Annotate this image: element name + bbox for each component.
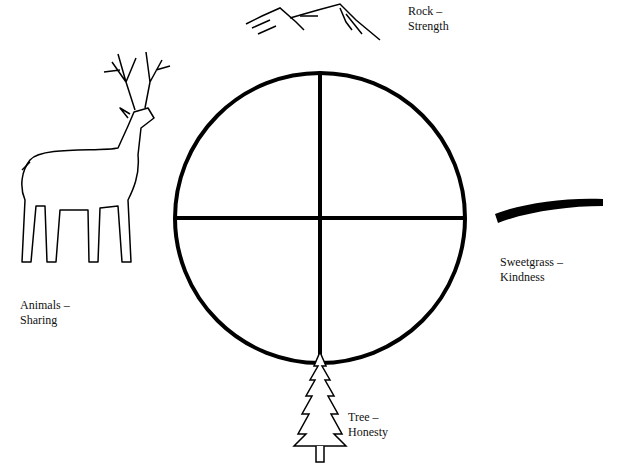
- deer-drawing: [22, 52, 170, 262]
- caption-label: Sweetgrass – Kindness: [500, 255, 582, 285]
- wheel-cross-line: [175, 216, 465, 220]
- rock-drawing: [246, 4, 380, 40]
- tree-drawing: [294, 352, 346, 446]
- caption-label: Tree – Honesty: [348, 410, 408, 440]
- wheel-circle: [175, 73, 465, 363]
- tree-trunk: [316, 446, 324, 462]
- caption-label: Rock – Strength: [408, 4, 470, 34]
- caption-label: Animals – Sharing: [20, 298, 84, 328]
- sweetgrass-drawing: [495, 199, 603, 223]
